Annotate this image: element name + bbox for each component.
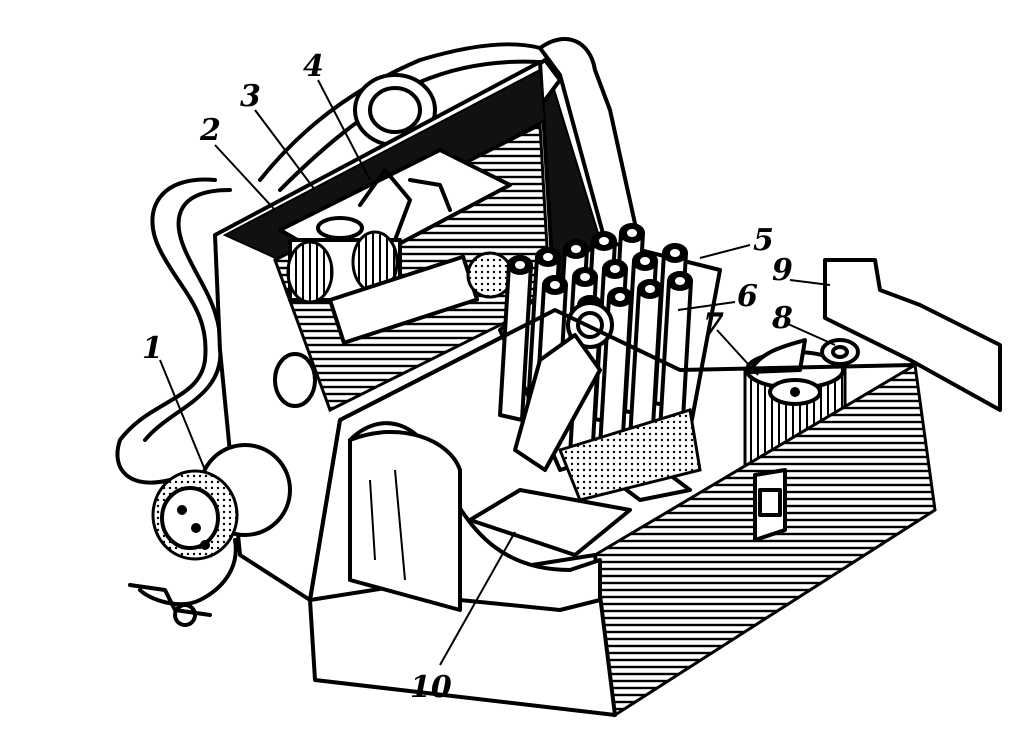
tube-opening <box>580 273 590 281</box>
case-front-panel <box>308 308 937 718</box>
tube-opening <box>515 261 525 269</box>
callout-5: 5 <box>753 223 774 258</box>
tube-rack <box>498 223 722 472</box>
cable-reel <box>128 443 292 627</box>
callout-2: 2 <box>199 113 221 148</box>
tube-opening <box>610 265 620 273</box>
tube-opening <box>675 277 685 285</box>
callout-1: 1 <box>142 331 163 366</box>
callout-3: 3 <box>240 79 261 114</box>
tube-opening <box>550 281 560 289</box>
curved-bracket <box>348 421 602 612</box>
mechanism-unit <box>273 148 514 408</box>
tube-opening <box>670 249 680 257</box>
tube-opening <box>543 253 553 261</box>
tube-opening <box>571 245 581 253</box>
callout-7: 7 <box>703 307 724 342</box>
leader-lines <box>159 79 836 666</box>
callout-8: 8 <box>771 301 793 336</box>
callout-4: 4 <box>303 49 324 84</box>
tube-opening <box>627 229 637 237</box>
coil-winding <box>286 230 399 304</box>
tube-opening <box>640 257 650 265</box>
callout-6: 6 <box>737 279 758 314</box>
tube-opening <box>599 237 609 245</box>
callout-10: 10 <box>410 670 452 705</box>
probe-plate <box>823 258 1002 412</box>
callout-9: 9 <box>772 253 793 288</box>
instruction-booklet <box>468 408 702 557</box>
tube-opening <box>645 285 655 293</box>
callout-labels: 1 2 3 4 5 6 7 8 9 10 <box>142 49 793 705</box>
tube-opening <box>615 293 625 301</box>
